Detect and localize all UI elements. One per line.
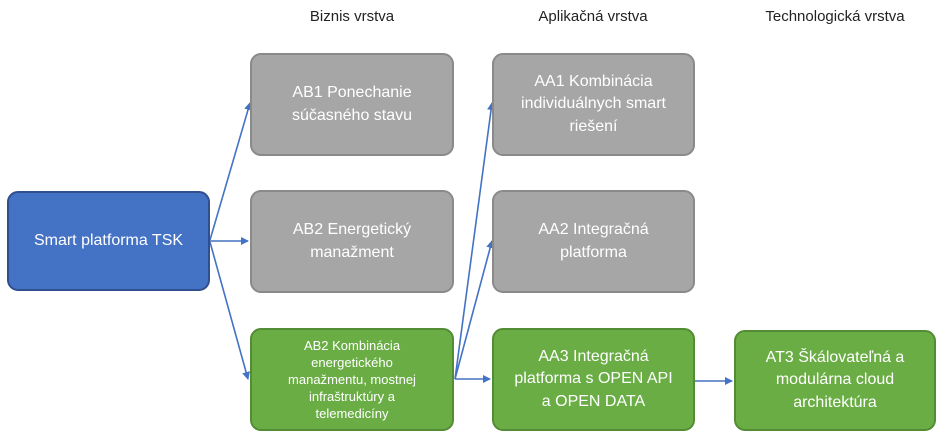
node-aa1-kombinacia: AA1 Kombinácia individuálnych smart rieš… [492,53,695,156]
edge-root-to-ab2-combo [209,241,250,380]
node-ab2-energeticky-manazment: AB2 Energetický manažment [250,190,454,293]
node-ab2-kombinacia: AB2 Kombinácia energetického manažmentu,… [250,328,454,431]
edge-root-to-ab1 [209,102,252,241]
edge-ab2combo-to-aa2 [454,240,495,380]
header-technology-layer: Technologická vrstva [765,8,905,25]
node-ab1-ponechanie: AB1 Ponechanie súčasného stavu [250,53,454,156]
header-application-layer: Aplikačná vrstva [538,8,648,25]
edge-ab2combo-to-aa1 [454,102,496,380]
node-smart-platforma-tsk: Smart platforma TSK [7,191,210,291]
node-aa2-integracna-platforma: AA2 Integračná platforma [492,190,695,293]
node-at3-skalovatelna: AT3 Škálovateľná a modulárna cloud archi… [734,330,936,431]
header-business-layer: Biznis vrstva [309,8,395,25]
node-aa3-integracna-platforma-open: AA3 Integračná platforma s OPEN API a OP… [492,328,695,431]
